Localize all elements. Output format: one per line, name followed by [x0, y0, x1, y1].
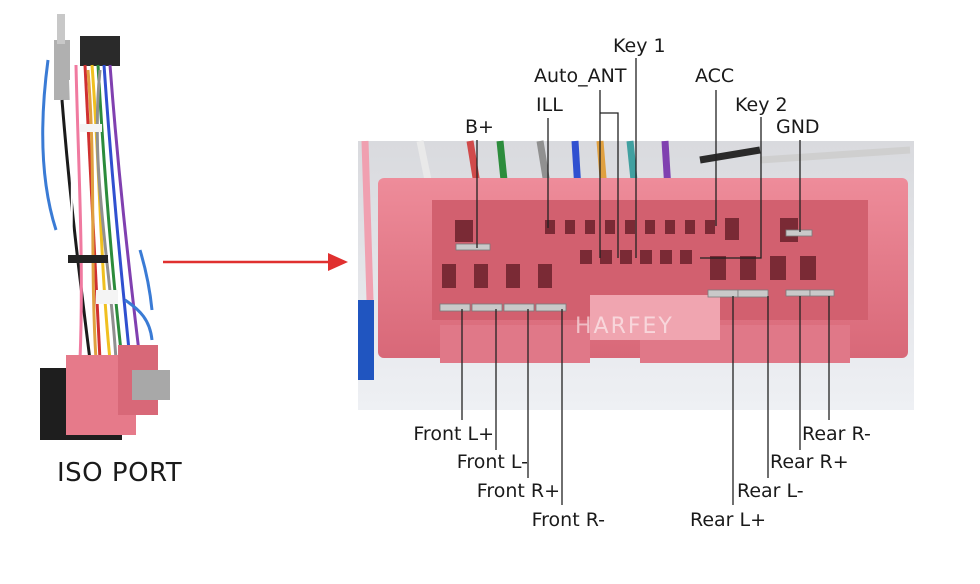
leader-key2: [700, 117, 762, 259]
label-ill: ILL: [536, 94, 563, 116]
cable-tie: [80, 124, 102, 132]
label-rear-r-plus: Rear R+: [770, 451, 849, 473]
red-arrow: [163, 253, 348, 271]
label-front-r-plus: Front R+: [476, 480, 560, 502]
grey-plug: [132, 370, 170, 400]
label-front-l-minus: Front L-: [456, 451, 528, 473]
top-black-plug: [80, 36, 120, 66]
label-rear-l-minus: Rear L-: [737, 480, 804, 502]
watermark-text: HARFEY: [575, 314, 674, 339]
label-bplus: B+: [465, 116, 494, 138]
cable-tie-black: [68, 255, 108, 263]
wiring-harness-image: [40, 14, 170, 440]
label-rear-r-minus: Rear R-: [802, 423, 871, 445]
label-acc: ACC: [695, 65, 735, 87]
metal-pins: [439, 229, 835, 312]
antenna-plug: [54, 40, 70, 100]
connector-latch: [590, 295, 720, 340]
label-rear-l-plus: Rear L+: [690, 509, 767, 531]
connector-tab-left: [440, 325, 590, 363]
iso-port-caption: ISO PORT: [57, 458, 183, 488]
connector-photo: HARFEY: [358, 140, 914, 410]
label-auto-ant: Auto_ANT: [534, 65, 627, 87]
label-key1: Key 1: [613, 35, 666, 57]
leader-lines: [461, 58, 830, 505]
antenna-tip: [57, 14, 65, 44]
label-key2: Key 2: [735, 94, 788, 116]
label-front-r-minus: Front R-: [531, 509, 605, 531]
label-front-l-plus: Front L+: [413, 423, 494, 445]
blue-plug: [358, 300, 374, 380]
leader-auto-ant-b: [600, 112, 619, 258]
pin-holes-middle: [442, 250, 816, 288]
wire-tag: [96, 290, 118, 304]
label-gnd: GND: [776, 116, 820, 138]
wire-bundle: [41, 59, 154, 361]
